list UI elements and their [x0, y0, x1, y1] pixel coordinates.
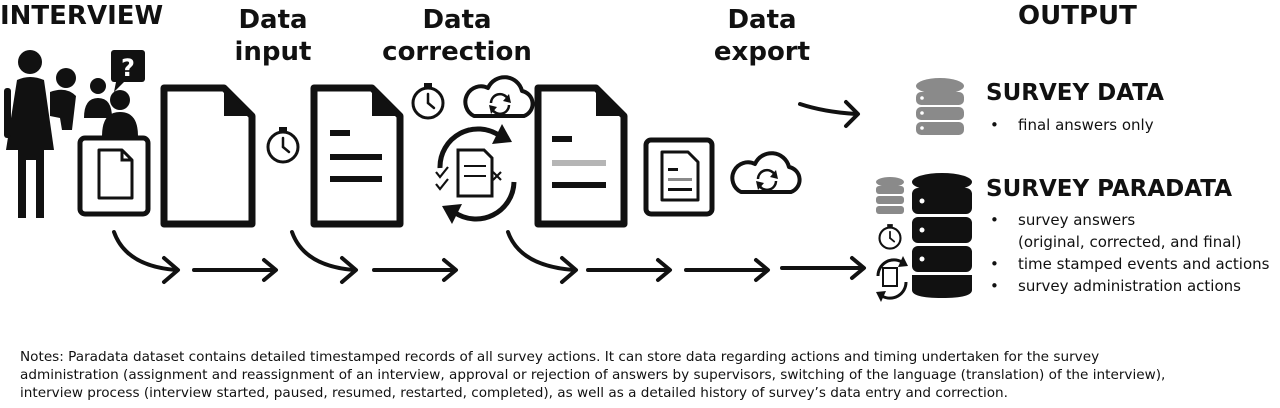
header-interview-text: INTERVIEW — [0, 1, 164, 31]
question-mark: ? — [121, 54, 135, 82]
process-diagram: ? — [4, 50, 972, 302]
survey-data-database-icon — [916, 78, 964, 135]
export-cloud-icon — [730, 151, 802, 194]
respondents-question-icon: ? — [84, 50, 145, 136]
curved-arrow-1 — [112, 230, 178, 272]
paradata-cycle-icon — [876, 256, 908, 302]
timer-icon — [266, 125, 300, 164]
survey-data-bullet: final answers only — [988, 114, 1154, 136]
header-output: OUTPUT — [1018, 0, 1137, 32]
notes-line-1: Notes: Paradata dataset contains detaile… — [20, 349, 1100, 365]
header-data-export: Data export — [712, 4, 812, 68]
paradata-bullet-answers-cont: (original, corrected, and final) — [1018, 233, 1242, 251]
blank-document-icon — [160, 84, 256, 228]
header-data-input-line1: Data — [238, 5, 308, 35]
export-tablet-icon — [643, 137, 715, 217]
curved-arrow-2-head — [340, 256, 358, 284]
export-arrow — [798, 100, 860, 128]
paradata-bullet-timestamps: time stamped events and actions — [988, 253, 1269, 275]
correction-cycle-icon — [435, 124, 517, 224]
paradata-bullet-admin: survey administration actions — [988, 275, 1269, 297]
header-data-correction-line1: Data — [422, 5, 492, 35]
header-data-input: Data input — [228, 4, 318, 68]
paradata-timer-icon — [878, 223, 902, 250]
header-output-text: OUTPUT — [1018, 1, 1137, 31]
notes-line-3: interview process (interview started, pa… — [20, 385, 1008, 401]
tablet-document-icon — [77, 135, 151, 217]
straight-arrow-2 — [372, 258, 458, 282]
survey-data-title: SURVEY DATA — [986, 80, 1164, 106]
header-data-export-line1: Data — [727, 5, 797, 35]
curved-arrow-2 — [290, 230, 356, 272]
survey-paradata-title: SURVEY PARADATA — [986, 176, 1232, 202]
flow-arrows — [112, 230, 578, 284]
notes-line-2: administration (assignment and reassignm… — [20, 367, 1166, 383]
straight-arrow-5 — [780, 256, 866, 280]
survey-data-bullets: final answers only — [988, 114, 1154, 136]
straight-arrow-1 — [192, 258, 278, 282]
header-data-input-line2: input — [234, 37, 312, 67]
survey-paradata-database-icon — [912, 173, 972, 298]
survey-paradata-bullets: survey answers (original, corrected, and… — [988, 209, 1269, 297]
header-data-correction: Data correction — [382, 4, 532, 68]
small-database-icon — [876, 177, 904, 214]
straight-arrow-4 — [684, 258, 770, 282]
cloud-sync-icon — [463, 75, 535, 118]
filled-document-icon — [310, 84, 404, 228]
notes: Notes: Paradata dataset contains detaile… — [20, 348, 1270, 402]
corrected-document-icon — [534, 84, 628, 228]
paradata-bullet-answers: survey answers — [988, 209, 1269, 231]
header-data-export-line2: export — [713, 37, 811, 67]
curved-arrow-3 — [506, 230, 576, 272]
curved-arrow-1-head — [162, 256, 180, 284]
mother-child-icon — [4, 50, 76, 218]
header-interview: INTERVIEW — [0, 0, 163, 32]
straight-arrow-3 — [586, 258, 672, 282]
header-data-correction-line2: correction — [382, 37, 532, 67]
curved-arrow-3-head — [560, 256, 578, 284]
correction-timer-icon — [411, 81, 445, 120]
